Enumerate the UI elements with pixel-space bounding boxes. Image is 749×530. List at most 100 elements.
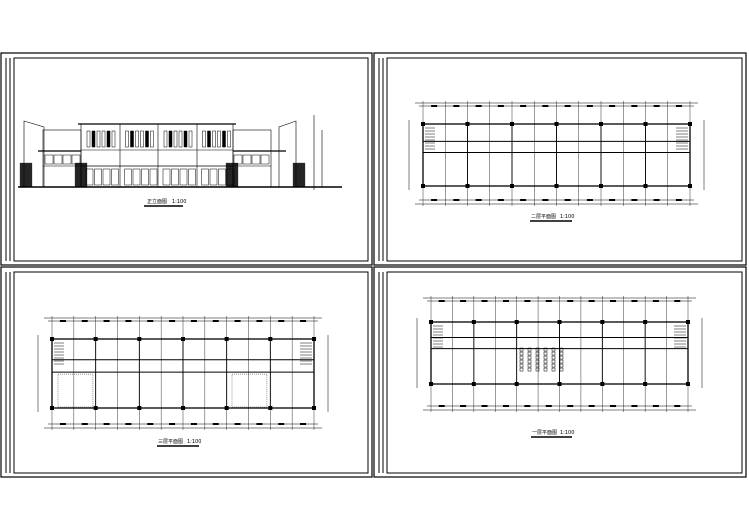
seat bbox=[559, 347, 564, 352]
window-mark bbox=[542, 105, 549, 107]
window-mark bbox=[431, 105, 438, 107]
window-mark bbox=[502, 300, 509, 302]
seat bbox=[519, 359, 524, 364]
seat bbox=[527, 363, 532, 368]
window-mark bbox=[545, 405, 552, 407]
elevation-window bbox=[207, 130, 211, 148]
floor3-title: 三层平面图 1:100 bbox=[157, 439, 201, 447]
seat bbox=[535, 359, 540, 364]
window-mark bbox=[609, 105, 616, 107]
elevation-window bbox=[96, 130, 101, 148]
seat bbox=[535, 367, 540, 372]
tree-icon bbox=[292, 162, 306, 188]
window-mark bbox=[431, 199, 438, 201]
sheet-frame-floor2 bbox=[373, 52, 747, 266]
window-mark bbox=[81, 423, 88, 425]
tree-icon bbox=[74, 162, 88, 188]
elevation-window bbox=[227, 130, 231, 148]
elevation-window bbox=[242, 154, 252, 165]
window-mark bbox=[234, 423, 241, 425]
elevation-scale-text: 1:100 bbox=[172, 199, 186, 205]
window-mark bbox=[125, 320, 132, 322]
seat bbox=[527, 359, 532, 364]
elevation-door bbox=[188, 168, 196, 186]
seat bbox=[519, 347, 524, 352]
seat bbox=[543, 355, 548, 360]
seat bbox=[519, 363, 524, 368]
seat bbox=[559, 363, 564, 368]
window-mark bbox=[475, 105, 482, 107]
elevation-door bbox=[102, 168, 111, 186]
window-mark bbox=[460, 300, 467, 302]
elevation-door bbox=[171, 168, 179, 186]
seat bbox=[543, 359, 548, 364]
floor1-scale-text: 1:100 bbox=[560, 430, 574, 436]
seat bbox=[559, 355, 564, 360]
elevation-window bbox=[163, 130, 168, 148]
seat bbox=[543, 363, 548, 368]
window-mark bbox=[610, 405, 617, 407]
window-mark bbox=[652, 300, 659, 302]
elevation-door bbox=[132, 168, 141, 186]
window-mark bbox=[674, 300, 681, 302]
seat bbox=[535, 351, 540, 356]
window-mark bbox=[588, 300, 595, 302]
window-mark bbox=[542, 199, 549, 201]
window-mark bbox=[190, 320, 197, 322]
window-mark bbox=[545, 300, 552, 302]
window-mark bbox=[300, 320, 307, 322]
seat bbox=[551, 347, 556, 352]
window-mark bbox=[631, 105, 638, 107]
floor2-scale-text: 1:100 bbox=[560, 214, 574, 220]
elevation-window bbox=[130, 130, 134, 148]
elevation-door bbox=[218, 168, 226, 186]
sheet-frame-floor3 bbox=[0, 266, 373, 478]
window-mark bbox=[652, 405, 659, 407]
elevation-window bbox=[222, 130, 226, 148]
seat bbox=[527, 355, 532, 360]
window-mark bbox=[300, 423, 307, 425]
elevation-window bbox=[135, 130, 139, 148]
elevation-window bbox=[140, 130, 144, 148]
window-mark bbox=[653, 105, 660, 107]
window-mark bbox=[675, 105, 682, 107]
window-mark bbox=[497, 199, 504, 201]
elevation-door bbox=[149, 168, 158, 186]
elevation-door bbox=[162, 168, 171, 186]
window-mark bbox=[212, 423, 219, 425]
floor3-title-text: 三层平面图 bbox=[158, 439, 183, 445]
seat bbox=[551, 351, 556, 356]
floor3-scale-text: 1:100 bbox=[187, 439, 201, 445]
elevation-window bbox=[145, 130, 149, 148]
window-mark bbox=[609, 199, 616, 201]
elevation-window bbox=[178, 130, 183, 148]
elevation-window bbox=[53, 154, 63, 165]
elevation-window bbox=[101, 130, 106, 148]
hatched-area bbox=[231, 373, 268, 408]
window-mark bbox=[125, 423, 132, 425]
window-mark bbox=[675, 199, 682, 201]
seat bbox=[535, 355, 540, 360]
seat bbox=[559, 359, 564, 364]
window-mark bbox=[631, 199, 638, 201]
elevation-window bbox=[91, 130, 96, 148]
elevation-window bbox=[233, 154, 243, 165]
elevation-window bbox=[217, 130, 221, 148]
seat bbox=[543, 347, 548, 352]
elevation-window bbox=[111, 130, 116, 148]
window-mark bbox=[59, 320, 66, 322]
window-mark bbox=[103, 423, 110, 425]
window-mark bbox=[567, 405, 574, 407]
seat bbox=[551, 363, 556, 368]
elevation-window bbox=[251, 154, 261, 165]
elevation-door bbox=[124, 168, 132, 186]
elevation-title-text: 正立面图 bbox=[147, 198, 167, 205]
seat bbox=[551, 355, 556, 360]
tree-icon bbox=[19, 162, 33, 188]
window-mark bbox=[502, 405, 509, 407]
window-mark bbox=[256, 423, 263, 425]
seat bbox=[519, 355, 524, 360]
window-mark bbox=[497, 105, 504, 107]
elevation-window bbox=[168, 130, 173, 148]
window-mark bbox=[588, 405, 595, 407]
